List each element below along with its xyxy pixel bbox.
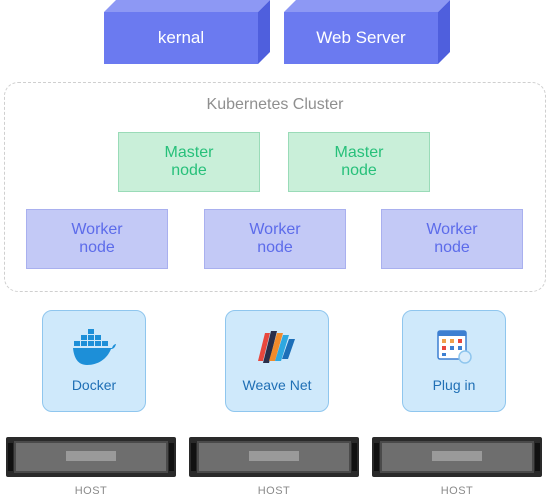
- server-icon: [372, 437, 542, 477]
- host-label-3: HOST: [440, 485, 474, 497]
- plugin-card: Plug in: [402, 310, 506, 412]
- host-label-1: HOST: [74, 485, 108, 497]
- server-icon: [189, 437, 359, 477]
- docker-card: Docker: [42, 310, 146, 412]
- box-3d-sides: [104, 0, 270, 64]
- web-server-box: Web Server: [284, 0, 450, 64]
- kernal-box: kernal: [104, 0, 270, 64]
- kubernetes-cluster: [4, 82, 546, 292]
- plugin-label: Plug in: [432, 377, 476, 393]
- kernal-label: kernal: [104, 12, 258, 64]
- weave-net-label: Weave Net: [242, 377, 312, 393]
- worker-node-1: Worker node: [26, 209, 168, 269]
- web-server-label: Web Server: [284, 12, 438, 64]
- server-icon: [6, 437, 176, 477]
- host-label-2: HOST: [257, 485, 291, 497]
- master-node-1: Master node: [118, 132, 260, 192]
- plugin-icon: [437, 330, 472, 364]
- master-node-2: Master node: [288, 132, 430, 192]
- worker-node-2: Worker node: [204, 209, 346, 269]
- cluster-title: Kubernetes Cluster: [206, 96, 344, 113]
- weave-net-card: Weave Net: [225, 310, 329, 412]
- docker-label: Docker: [71, 377, 117, 393]
- docker-icon: [73, 329, 116, 365]
- worker-node-3: Worker node: [381, 209, 523, 269]
- weave-net-icon: [258, 331, 295, 363]
- box-3d-sides: [284, 0, 450, 64]
